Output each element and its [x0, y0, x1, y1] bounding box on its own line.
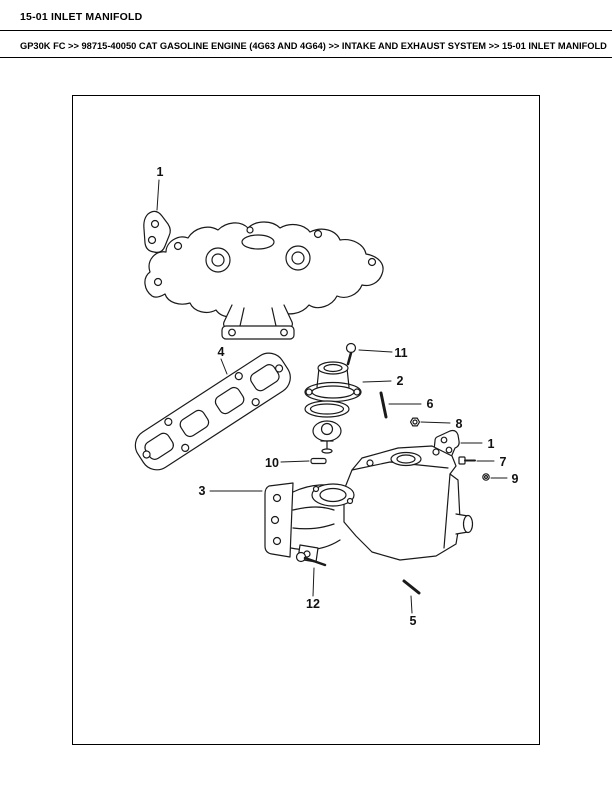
- part-bolt-11: [345, 342, 357, 366]
- callout-5: 5: [409, 613, 417, 628]
- part-top-manifold: [144, 221, 384, 340]
- callout-7: 7: [499, 454, 507, 469]
- page-title: 15-01 INLET MANIFOLD: [20, 11, 143, 23]
- leader-lines: [156, 179, 508, 614]
- callout-4: 4: [217, 344, 225, 359]
- part-bracket-top: [143, 210, 171, 253]
- part-bolt-7: [458, 456, 476, 465]
- part-nut-8: [409, 417, 421, 427]
- callout-11: 11: [394, 345, 408, 360]
- part-water-outlet: [304, 361, 362, 403]
- part-stud-6: [379, 391, 388, 419]
- part-thermostat: [304, 400, 350, 454]
- part-stud-5: [402, 579, 421, 595]
- part-pin-10: [310, 457, 327, 465]
- part-nut-9: [482, 473, 490, 481]
- callout-2: 2: [396, 373, 404, 388]
- callout-1-right: 1: [487, 436, 495, 451]
- breadcrumb: GP30K FC >> 98715-40050 CAT GASOLINE ENG…: [20, 41, 607, 51]
- callout-8: 8: [455, 416, 463, 431]
- callout-10: 10: [265, 455, 279, 470]
- callout-12: 12: [306, 596, 320, 611]
- callout-1-top: 1: [156, 164, 164, 179]
- header-divider-bottom: [0, 57, 612, 58]
- diagram-border: [72, 95, 540, 745]
- part-inlet-manifold: [264, 445, 474, 563]
- callout-9: 9: [511, 471, 519, 486]
- header-divider-top: [0, 30, 612, 31]
- part-manifold-gasket: [134, 352, 291, 471]
- callout-6: 6: [426, 396, 434, 411]
- part-bolt-12: [295, 551, 327, 567]
- callout-3: 3: [198, 483, 206, 498]
